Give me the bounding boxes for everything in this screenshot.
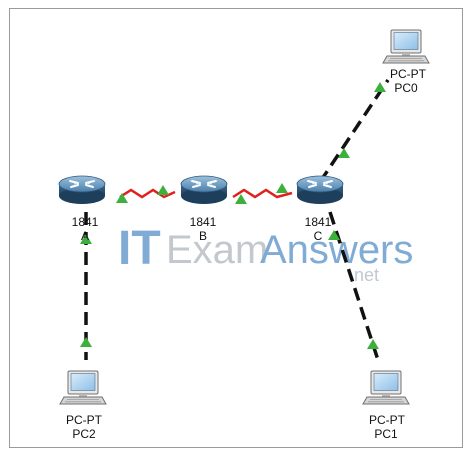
- router-icon: [296, 175, 344, 205]
- serial-links: [119, 188, 293, 199]
- pc0-name: PC0: [394, 81, 418, 95]
- router-a[interactable]: 1841 A: [58, 175, 106, 243]
- router-b-model: 1841: [190, 215, 217, 229]
- router-c-name: C: [314, 229, 323, 243]
- link-up-icon: [80, 337, 92, 347]
- router-icon: [58, 175, 106, 205]
- link-up-icon: [367, 339, 379, 349]
- pc0[interactable]: PC-PT PC0: [382, 29, 430, 95]
- pc-icon: [382, 29, 430, 64]
- pc1-model: PC-PT: [369, 413, 406, 427]
- link-up-icon: [338, 148, 350, 158]
- pc1-name: PC1: [374, 427, 398, 441]
- router-b[interactable]: 1841 B: [180, 175, 228, 243]
- ethernet-link-c-pc0[interactable]: [318, 79, 390, 183]
- pc2-name: PC2: [72, 427, 96, 441]
- watermark-it: IT: [118, 222, 161, 275]
- pc2[interactable]: PC-PT PC2: [59, 370, 107, 441]
- router-c[interactable]: 1841 C: [296, 175, 344, 243]
- ethernet-links: [84, 79, 390, 361]
- router-icon: [180, 175, 228, 205]
- pc0-model: PC-PT: [390, 67, 427, 81]
- link-up-icon: [157, 185, 169, 195]
- link-up-icon: [374, 82, 386, 92]
- router-a-model: 1841: [72, 215, 99, 229]
- watermark-suffix: .net: [349, 265, 379, 285]
- watermark: IT Exam Answers .net: [118, 222, 413, 285]
- watermark-brand-exam: Exam: [166, 228, 268, 272]
- serial-link-a-b[interactable]: [119, 188, 176, 199]
- link-status-indicators: [80, 82, 386, 349]
- pc1[interactable]: PC-PT PC1: [362, 370, 410, 441]
- router-c-model: 1841: [305, 215, 332, 229]
- pc-icon: [362, 370, 410, 405]
- link-up-icon: [276, 183, 288, 193]
- serial-link-b-c[interactable]: [232, 188, 293, 199]
- router-a-name: A: [81, 229, 89, 243]
- pc2-model: PC-PT: [66, 413, 103, 427]
- router-b-name: B: [199, 229, 207, 243]
- pc-icon: [59, 370, 107, 405]
